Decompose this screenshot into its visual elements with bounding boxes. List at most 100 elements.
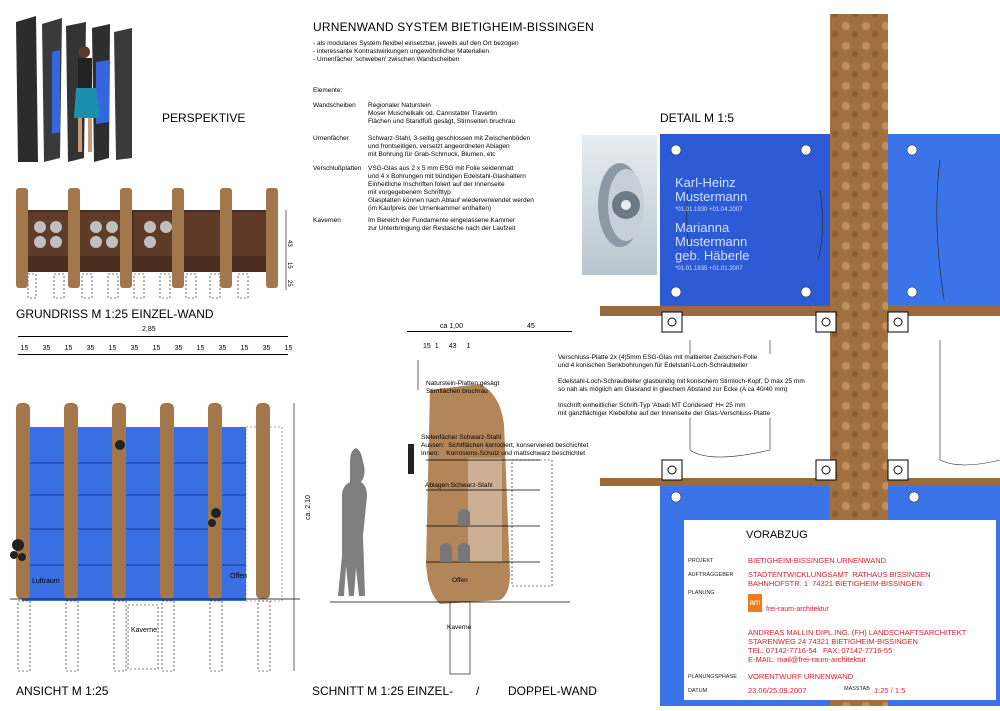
schnitt-note-offen: Offen [452,577,468,584]
phase-key: PLANUNGSPHASE [688,674,737,680]
detail-note-1: Verschluss-Platte 2x (4)5mm ESG-Glas mit… [558,354,758,369]
schnitt-slash: / [476,684,480,698]
ansicht-height-dim: ca. 2,10 [305,495,312,520]
schnitt-note-naturstein: Naturstein-Platten gesägt Stirnflächen b… [426,380,500,395]
element-desc: Schwarz-Stahl, 3-seitig geschlossen mit … [368,135,531,158]
element-desc: Im Bereich der Fundamente eingelassene K… [368,217,516,232]
massstab-value: 1:25 / 1:5 [874,686,906,695]
title-block: VORABZUG PROJEKT BIETIGHEIM-BISSINGEN UR… [684,520,996,700]
inscription-name-2: Marianna Mustermann geb. Häberle [675,220,750,263]
dim-value: 15 [240,345,249,352]
bullet-list: - als modulares System flexibel einsetzb… [313,40,519,64]
bullet-item: - Urnenfächer 'schweben' zwischen Wandsc… [313,56,460,63]
planung-key: PLANUNG [688,590,715,596]
schnitt-section [330,350,575,680]
ansicht-label: ANSICHT M 1:25 [16,684,109,698]
kaverne-label: Kaverne [131,627,158,634]
schnitt-dims: ca 1,00 45 15 1 43 1 [405,322,575,352]
dim-value: 15 [64,345,73,352]
element-term: Verschlußplatten [313,165,362,172]
detail-note-2: Edelstahl-Loch-Schraubteller glasbündig … [558,378,805,393]
dim-value: 15 [108,345,117,352]
schnitt-note-stelen: Stelenfächer Schwarz-Stahl Aussen: Sicht… [421,434,589,457]
ansicht-dimensions: 2,85 15 35 15 35 15 35 15 35 15 35 15 35… [12,322,302,362]
bullet-item: - als modulares System flexibel einsetzb… [313,40,519,47]
element-row: Verschlußplatten VSG-Glas aus 2 x 5 mm E… [313,165,563,217]
element-row: Wandscheiben Regionaler Naturstein Moser… [313,102,563,135]
element-row: Urnenfächer Schwarz-Stahl, 3-seitig gesc… [313,135,563,165]
dimension-line [407,331,572,332]
page-title: URNENWAND SYSTEM BIETIGHEIM-BISSINGEN [313,20,594,34]
dimension-line [18,354,288,355]
ansicht-total-dim: 2,85 [142,326,156,333]
ansicht-elevation [10,395,310,675]
firm-logo: am [748,594,762,612]
dim-value: 15 [284,345,293,352]
element-term: Kavernen [313,217,341,224]
firm-name: frei-raum-architektur [766,606,830,613]
perspective-label: PERSPEKTIVE [162,111,246,125]
dim-value: 35 [42,345,51,352]
projekt-key: PROJEKT [688,558,714,564]
detail-note-3: Inschrift einheitlicher Schrift-Typ 'Aba… [558,402,771,417]
element-desc: Regionaler Naturstein Moser Muschelkalk … [368,102,516,125]
dim-value: 1 [466,343,471,350]
massstab-key: MASSTAB [844,686,870,692]
detail-notes: Verschluss-Platte 2x (4)5mm ESG-Glas mit… [558,354,805,418]
schnitt-note-kaverne: Kaverne [447,624,472,631]
grundriss-dim-15: 15 [286,262,292,269]
element-term: Urnenfächer [313,135,349,142]
dim-value: 15 [423,343,431,350]
bolt-illustration [598,163,644,247]
grundriss-dim-43: 43 [286,240,292,247]
inscription-name-1: Karl-Heinz Mustermann [675,175,748,204]
schnitt-note-ablagen: Ablagen Schwarz-Stahl [425,482,493,489]
elements-heading: Elemente: [313,87,343,94]
element-row: Kavernen Im Bereich der Fundamente einge… [313,217,563,237]
grundriss-label: GRUNDRISS M 1:25 EINZEL-WAND [16,307,214,321]
schnitt-sub-dims: 15 1 43 1 [423,342,470,351]
grundriss-dim-25: 25 [286,280,292,287]
dimension-line [18,336,288,337]
doppel-label: DOPPEL-WAND [508,684,597,698]
inscription-plate: Karl-Heinz Mustermann *01.01.1930 +01.04… [675,175,750,273]
grundriss-drawing: 43 15 25 [16,188,292,299]
perspective-illustration [16,16,132,162]
schnitt-label: SCHNITT M 1:25 EINZEL- [312,684,454,698]
dim-value: 43 [448,343,457,350]
ansicht-drawing [10,403,300,672]
element-desc: VSG-Glas aus 2 x 5 mm ESG mit Folie seid… [368,165,534,212]
ansicht-row-dims: 15 35 15 35 15 35 15 35 15 35 15 35 15 [14,344,299,353]
projekt-value: BIETIGHEIM-BISSINGEN URNENWAND [748,556,887,565]
dim-value: 35 [86,345,95,352]
grundriss-plan: 43 15 25 [10,182,300,302]
phase-value: VORENTWURF URNENWAND [748,672,854,681]
auftraggeber-key: AUFTRAGGEBER [688,572,734,578]
dim-value: 35 [130,345,139,352]
auftraggeber-value: STADTENTWICKLUNGSAMT RATHAUS BISSINGEN B… [748,570,931,588]
dim-value: 15 [196,345,205,352]
perspective-render [14,12,139,162]
schnitt-top2-dim: 45 [527,323,535,330]
inscription-dates-1: *01.01.1930 +01.04.2007 [675,207,743,213]
dim-value: 15 [20,345,29,352]
dim-value: 15 [152,345,161,352]
detail-bolt-render [582,135,657,275]
bullet-item: - interessante Kontrastwirkungen ungewöh… [313,48,489,55]
dim-value: 1 [434,343,439,350]
dim-value: 35 [262,345,271,352]
planer-address: ANDREAS MALLIN DIPL.ING. (FH) LANDSCHAFT… [748,628,967,664]
offen-label: Offen [230,573,247,580]
luftraum-label: Luftraum [32,578,60,585]
status-badge: VORABZUG [746,529,808,541]
dim-value: 35 [218,345,227,352]
inscription-dates-2: *01.01.1935 +01.01.2007 [675,266,743,272]
datum-key: DATUM [688,688,708,694]
datum-value: 23.06/25.09.2007 [748,686,807,695]
detail-label: DETAIL M 1:5 [660,111,735,125]
element-term: Wandscheiben [313,102,356,109]
dim-value: 35 [174,345,183,352]
schnitt-top-dim: ca 1,00 [440,323,463,330]
elements-table: Wandscheiben Regionaler Naturstein Moser… [313,102,563,237]
schnitt-drawing [330,360,570,675]
